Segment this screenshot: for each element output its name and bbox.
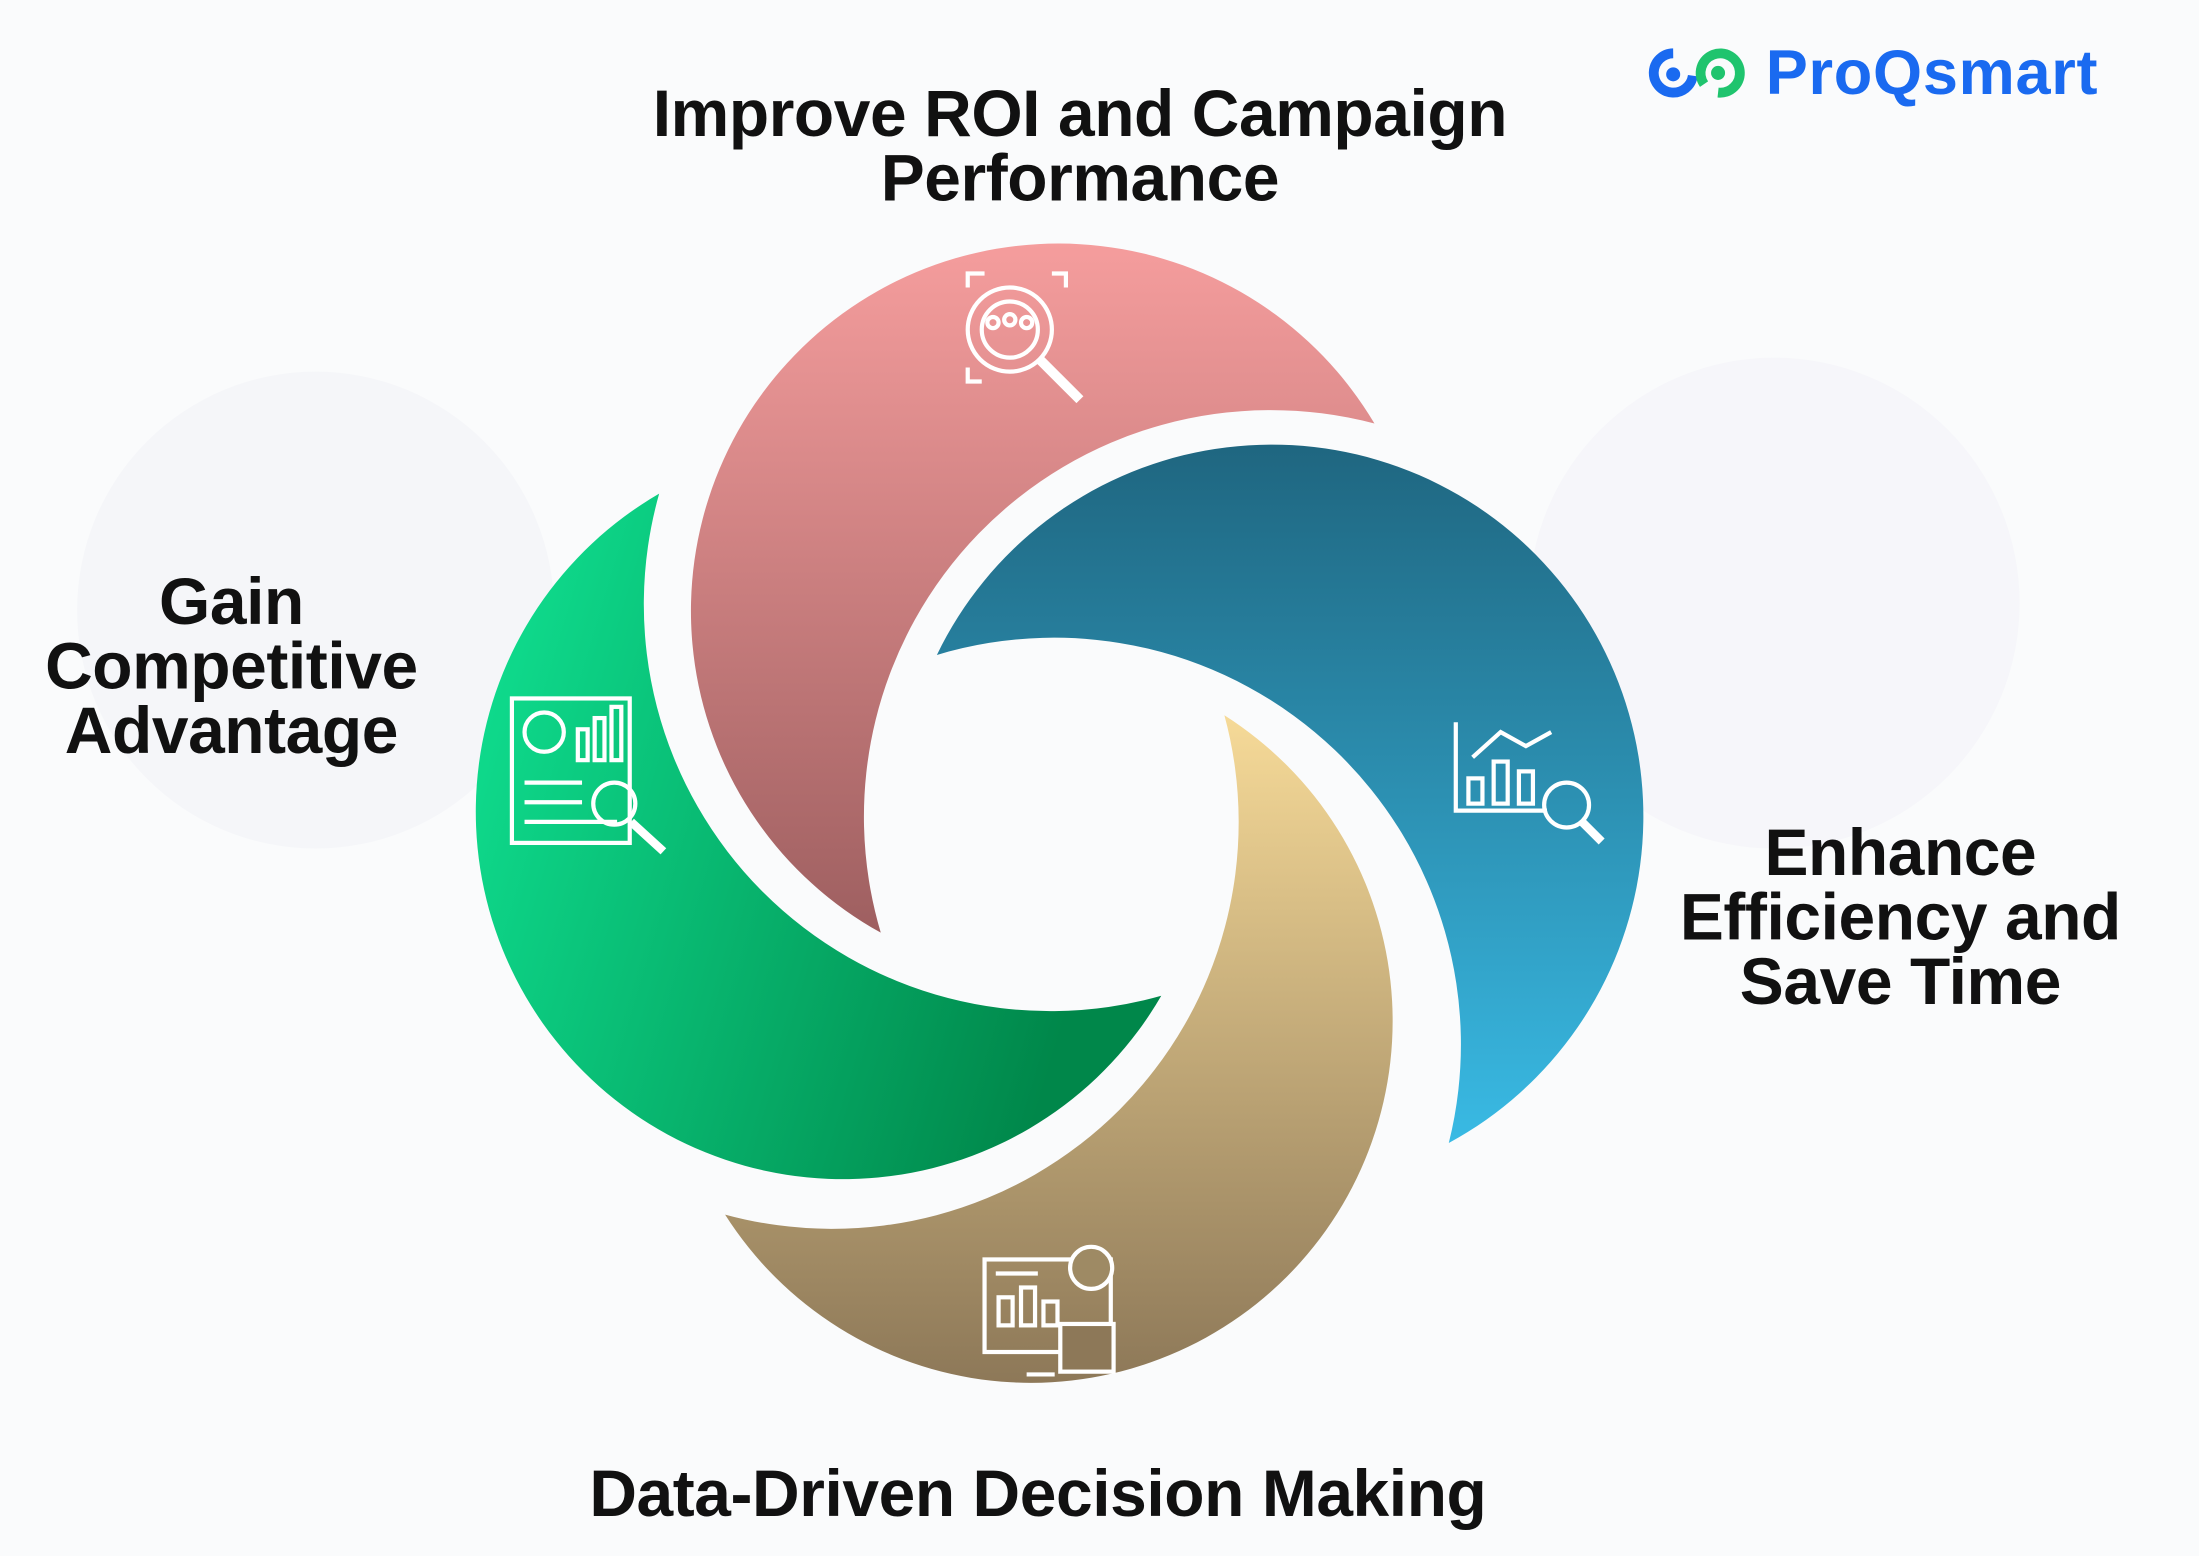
- segment-efficiency: [936, 444, 1644, 1144]
- label-decision: Data-Driven Decision Making: [477, 1455, 1599, 1531]
- label-efficiency: Enhance Efficiency and Save Time: [1641, 814, 2160, 1019]
- segment-decision: [725, 715, 1393, 1383]
- label-roi-line1: Improve ROI and Campaign: [652, 75, 1508, 151]
- label-efficiency-line2: Efficiency and: [1679, 879, 2121, 954]
- brand-logo: ProQsmart: [1648, 36, 2098, 109]
- label-decision-line1: Data-Driven Decision Making: [589, 1455, 1487, 1531]
- label-competitive-line3: Advantage: [64, 692, 399, 768]
- segment-competitive: [475, 493, 1162, 1180]
- label-competitive-line2: Competitive: [45, 628, 418, 703]
- label-efficiency-line1: Enhance: [1764, 814, 2037, 890]
- brand-name: ProQsmart: [1765, 36, 2099, 108]
- dashboard-calendar-icon: [982, 1244, 1116, 1377]
- report-search-icon: [509, 696, 667, 855]
- label-efficiency-line3: Save Time: [1739, 943, 2062, 1019]
- chart-analysis-icon: [1453, 722, 1605, 845]
- proqsmart-logo-icon: [1648, 48, 1745, 98]
- label-competitive-line1: Gain: [158, 563, 304, 639]
- label-roi-line2: Performance: [880, 140, 1280, 215]
- target-audience-search-icon: [965, 271, 1084, 404]
- segment-roi: [690, 243, 1375, 933]
- label-roi: Improve ROI and Campaign Performance: [589, 75, 1571, 215]
- background-shapes: [77, 357, 2020, 849]
- label-competitive: Gain Competitive Advantage: [7, 563, 456, 768]
